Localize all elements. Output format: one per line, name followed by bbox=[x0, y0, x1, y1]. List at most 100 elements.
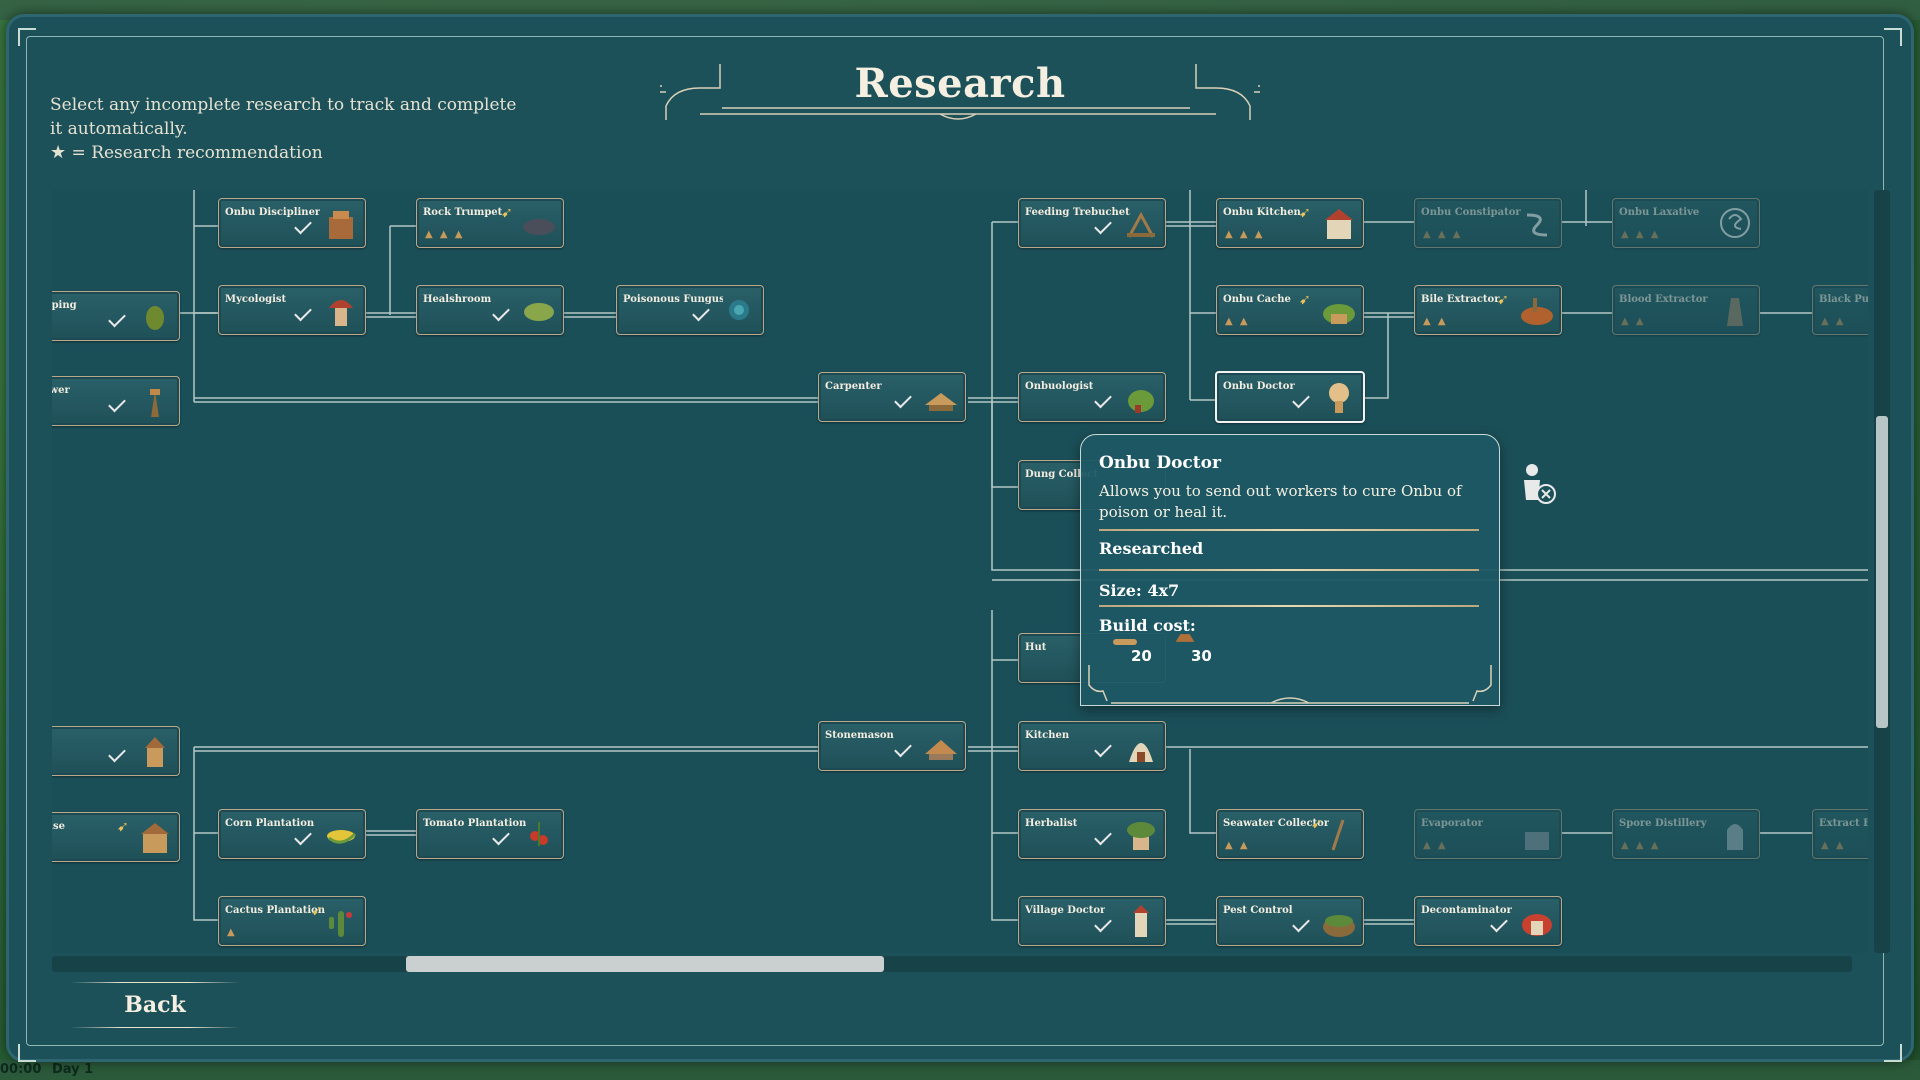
checkmark-icon bbox=[1094, 914, 1112, 933]
research-node-label: Onbu Discipliner bbox=[225, 207, 321, 218]
back-button[interactable]: Back bbox=[70, 980, 240, 1030]
research-node-onbu-discipliner[interactable]: Onbu Discipliner bbox=[218, 198, 366, 248]
research-node-label: Onbuologist bbox=[1025, 381, 1094, 392]
frame-corner bbox=[1884, 1044, 1902, 1062]
research-node-onbuologist[interactable]: Onbuologist bbox=[1018, 372, 1166, 422]
research-node-carpenter[interactable]: Carpenter bbox=[818, 372, 966, 422]
research-node-blood-extractor[interactable]: Blood Extractor ▲ ▲ bbox=[1612, 285, 1760, 335]
research-node-village-doctor[interactable]: Village Doctor bbox=[1018, 896, 1166, 946]
egg-icon bbox=[146, 306, 164, 330]
resource-cost-icons: ▲ ▲ ▲ bbox=[425, 229, 465, 240]
research-node-label: Black Pudc bbox=[1819, 294, 1868, 305]
resource-cost-icons: ▲ ▲ ▲ bbox=[1225, 229, 1265, 240]
seawater-collector-icon bbox=[1331, 819, 1345, 851]
research-tree[interactable]: caping lower y ouse ➹ Onbu Discipliner M… bbox=[52, 190, 1868, 953]
page-title: Research bbox=[854, 60, 1066, 107]
frame-corner bbox=[1884, 28, 1902, 46]
trumpet-icon bbox=[523, 219, 555, 235]
research-node-label: Bile Extractor bbox=[1421, 294, 1500, 305]
research-node-onbu-constipator[interactable]: Onbu Constipator ▲ ▲ ▲ bbox=[1414, 198, 1562, 248]
stonemason-icon bbox=[925, 740, 957, 760]
mushroom-house-icon bbox=[329, 300, 353, 326]
checkmark-icon bbox=[1490, 914, 1508, 933]
research-node-label: Onbu Laxative bbox=[1619, 207, 1700, 218]
research-node-label: Onbu Kitchen bbox=[1223, 207, 1301, 218]
checkmark-icon bbox=[294, 827, 312, 846]
checkmark-icon bbox=[1094, 390, 1112, 409]
checkmark-icon bbox=[1094, 739, 1112, 758]
research-node-blower[interactable]: lower bbox=[52, 376, 180, 426]
research-node-extract-ess[interactable]: Extract Ess ▲ ▲ bbox=[1812, 809, 1868, 859]
research-node-corn-plantation[interactable]: Corn Plantation bbox=[218, 809, 366, 859]
clock-text: 00:00 bbox=[0, 1062, 42, 1077]
horizontal-scrollbar-track[interactable] bbox=[52, 956, 1852, 972]
vertical-scrollbar-thumb[interactable] bbox=[1876, 416, 1888, 728]
research-node-onbu-kitchen[interactable]: Onbu Kitchen ➹ ▲ ▲ ▲ bbox=[1216, 198, 1364, 248]
research-node-poisonous-fungus[interactable]: Poisonous Fungus bbox=[616, 285, 764, 335]
research-node-label: Healshroom bbox=[423, 294, 492, 305]
research-node-bile-extractor[interactable]: Bile Extractor ➹ ▲ ▲ bbox=[1414, 285, 1562, 335]
tooltip-title: Onbu Doctor bbox=[1099, 453, 1221, 473]
research-node-label: Herbalist bbox=[1025, 818, 1078, 829]
research-node-label: Mycologist bbox=[225, 294, 287, 305]
research-node-label: Blood Extractor bbox=[1619, 294, 1708, 305]
research-node-spore-distillery[interactable]: Spore Distillery ▲ ▲ ▲ bbox=[1612, 809, 1760, 859]
checkmark-icon bbox=[894, 739, 912, 758]
tooltip-divider bbox=[1099, 529, 1479, 531]
research-node-onbu-cache[interactable]: Onbu Cache ➹ ▲ ▲ bbox=[1216, 285, 1364, 335]
research-node-label: Extract Ess bbox=[1819, 818, 1868, 829]
resource-cost-icons: ▲ bbox=[227, 927, 237, 938]
track-research-icon: ➹ bbox=[1299, 292, 1311, 308]
evaporator-icon bbox=[1525, 832, 1549, 850]
research-node-kitchen[interactable]: Kitchen bbox=[1018, 721, 1166, 771]
laxative-icon bbox=[1720, 208, 1750, 238]
research-node-label: Hut bbox=[1025, 642, 1047, 653]
checkmark-icon bbox=[894, 390, 912, 409]
research-node-cactus-plantation[interactable]: Cactus Plantation ➹ ▲ bbox=[218, 896, 366, 946]
research-node-label: Stonemason bbox=[825, 730, 894, 741]
tooltip-divider bbox=[1099, 569, 1479, 571]
checkmark-icon bbox=[1094, 827, 1112, 846]
research-node-tomato-plantation[interactable]: Tomato Plantation bbox=[416, 809, 564, 859]
research-node-pest-control[interactable]: Pest Control bbox=[1216, 896, 1364, 946]
research-node-herbalist[interactable]: Herbalist bbox=[1018, 809, 1166, 859]
research-node-rock-trumpet[interactable]: Rock Trumpet ➹ ▲ ▲ ▲ bbox=[416, 198, 564, 248]
checkmark-icon bbox=[492, 303, 510, 322]
onbuologist-icon bbox=[1128, 390, 1154, 413]
carpenter-icon bbox=[925, 393, 957, 411]
research-node-mycologist[interactable]: Mycologist bbox=[218, 285, 366, 335]
research-node-black-pudding[interactable]: Black Pudc ▲ ▲ bbox=[1812, 285, 1868, 335]
research-node-label: Poisonous Fungus bbox=[623, 294, 723, 305]
research-node-feeding-trebuchet[interactable]: Feeding Trebuchet bbox=[1018, 198, 1166, 248]
research-node-label: Kitchen bbox=[1025, 730, 1070, 741]
resource-cost-icons: ▲ ▲ bbox=[1423, 840, 1448, 851]
checkmark-icon bbox=[294, 216, 312, 235]
checkmark-icon bbox=[692, 303, 710, 322]
spore-distillery-icon bbox=[1727, 824, 1743, 850]
research-node-label: Tomato Plantation bbox=[423, 818, 527, 829]
tooltip-description: Allows you to send out workers to cure O… bbox=[1099, 482, 1462, 521]
clay-icon bbox=[1175, 634, 1195, 642]
research-node-evaporator[interactable]: Evaporator ▲ ▲ bbox=[1414, 809, 1562, 859]
research-node-onbu-doctor[interactable]: Onbu Doctor bbox=[1215, 371, 1365, 423]
house-icon bbox=[145, 737, 165, 767]
research-node-label: Carpenter bbox=[825, 381, 882, 392]
research-node-healshroom[interactable]: Healshroom bbox=[416, 285, 564, 335]
research-node-escaping[interactable]: caping bbox=[52, 291, 180, 341]
checkmark-icon bbox=[1292, 914, 1310, 933]
research-node-house[interactable]: ouse ➹ bbox=[52, 812, 180, 862]
horizontal-scrollbar-thumb[interactable] bbox=[406, 956, 884, 972]
track-research-icon: ➹ bbox=[1497, 292, 1509, 308]
house-icon bbox=[141, 823, 169, 853]
research-node-onbu-laxative[interactable]: Onbu Laxative ▲ ▲ ▲ bbox=[1612, 198, 1760, 248]
legend: ★ = Research recommendation bbox=[50, 142, 323, 163]
research-node-stonemason[interactable]: Stonemason bbox=[818, 721, 966, 771]
tooltip-size: Size: 4x7 bbox=[1099, 581, 1180, 600]
research-node-seawater-collector[interactable]: Seawater Collector ➹ ▲ ▲ bbox=[1216, 809, 1364, 859]
onbu-doctor-icon bbox=[1329, 383, 1349, 413]
blood-extractor-icon bbox=[1727, 298, 1743, 326]
research-node-y[interactable]: y bbox=[52, 726, 180, 776]
frame-corner bbox=[18, 1044, 36, 1062]
research-node-decontaminator[interactable]: Decontaminator bbox=[1414, 896, 1562, 946]
trebuchet-icon bbox=[1127, 211, 1155, 238]
